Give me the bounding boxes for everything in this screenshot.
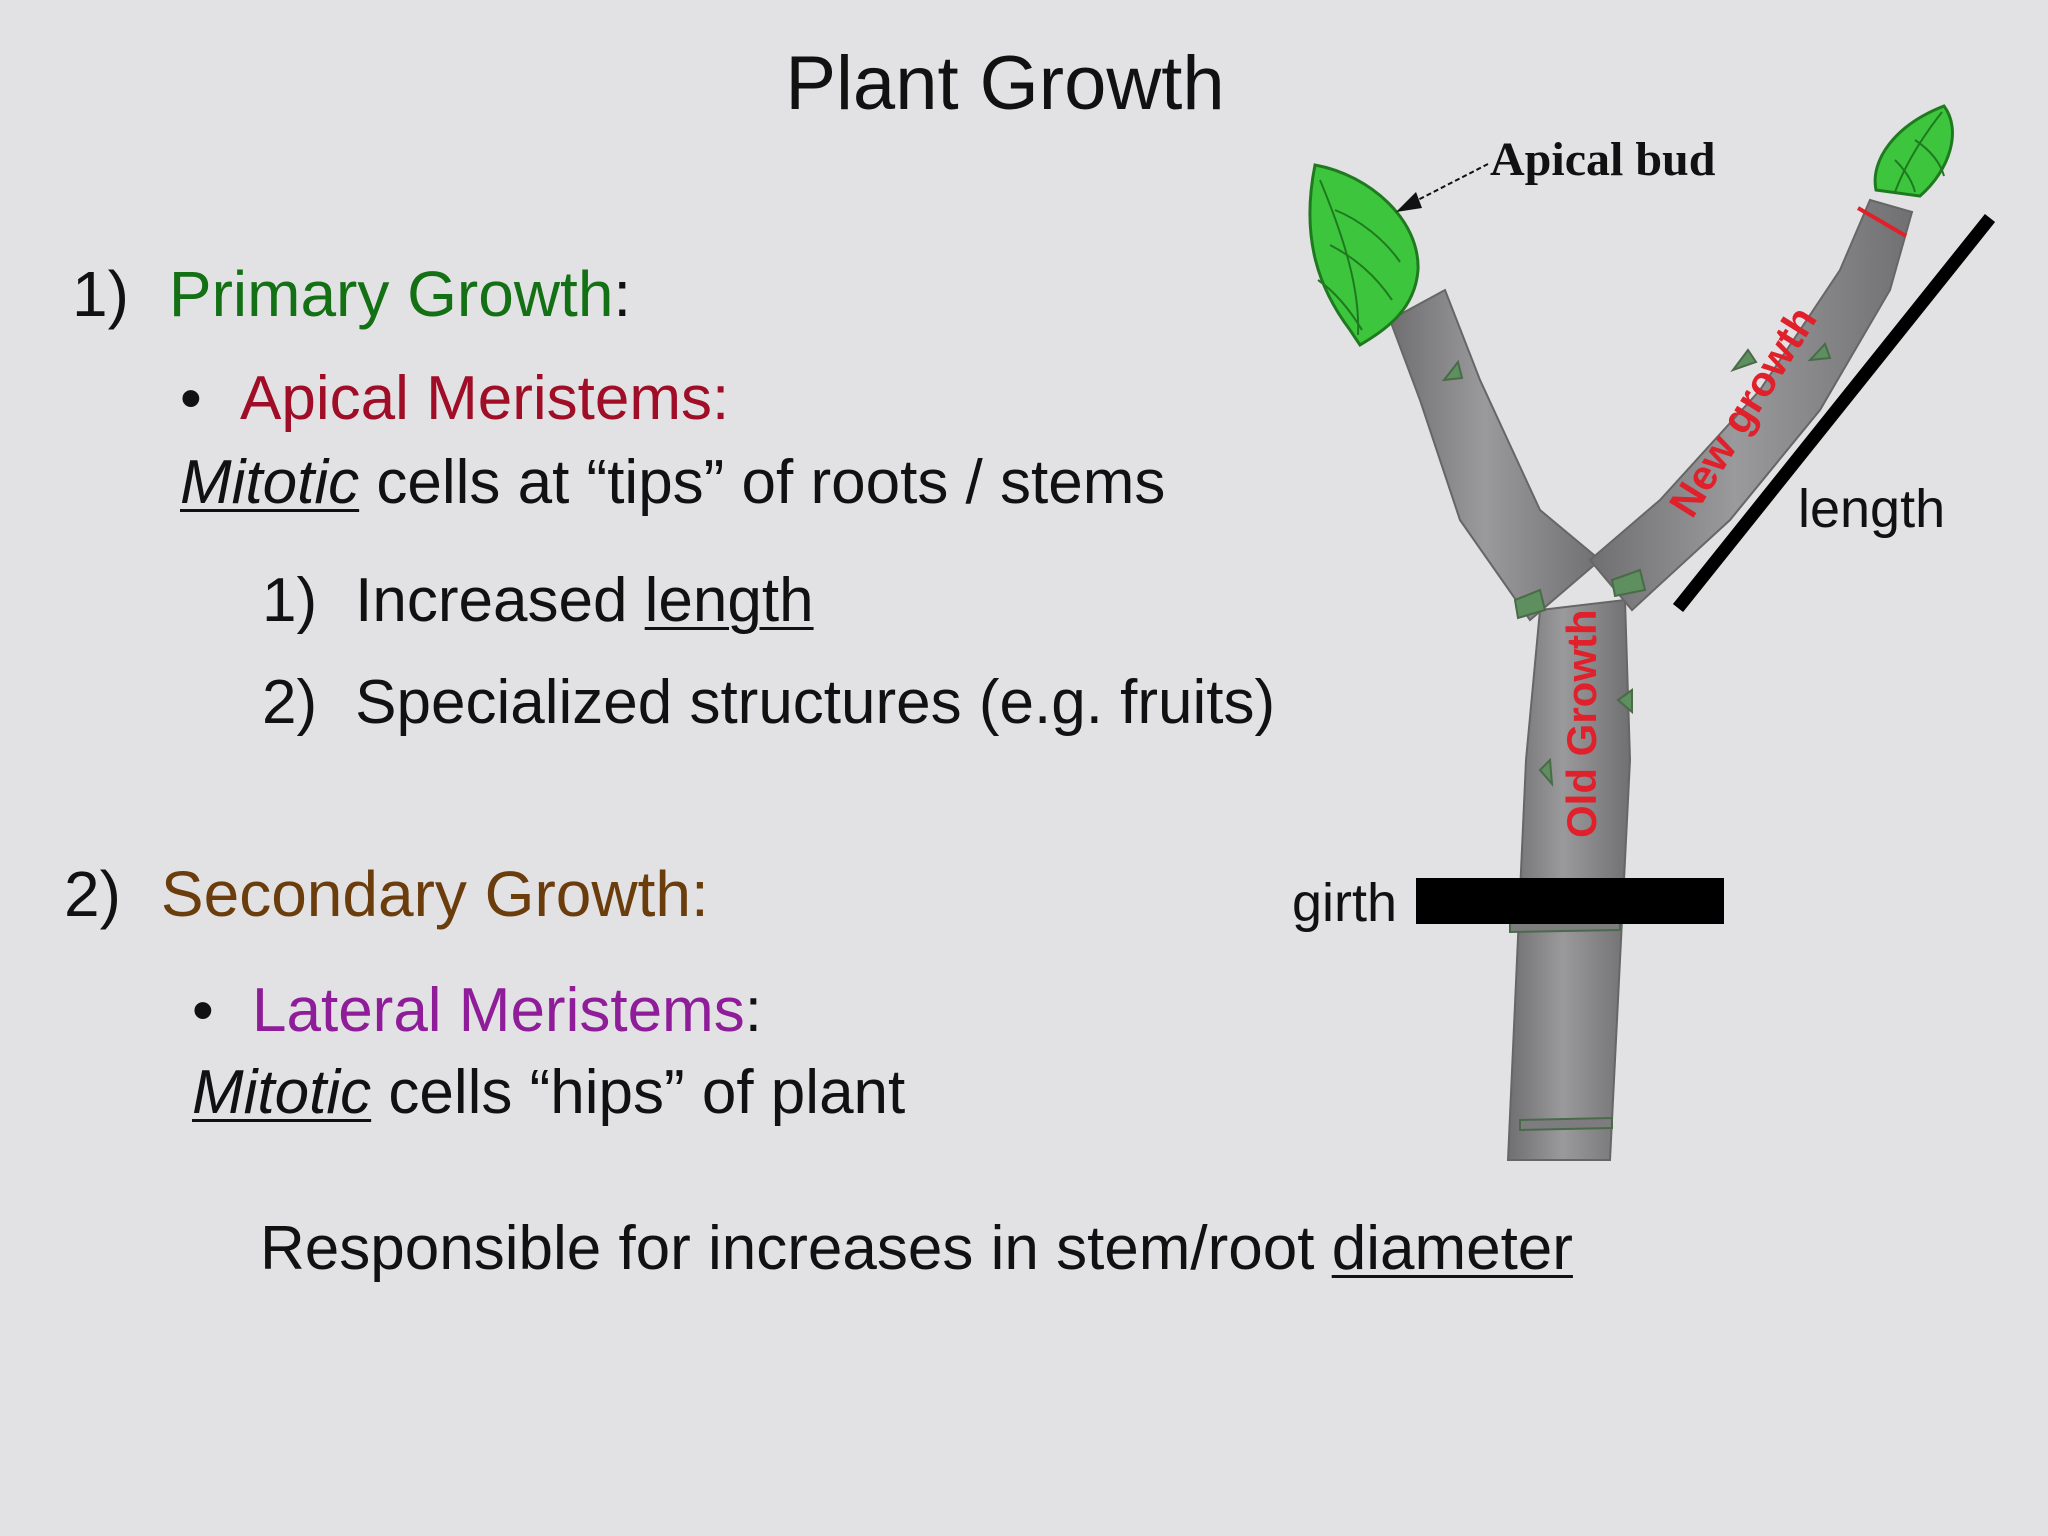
mitotic-word: Mitotic: [192, 1058, 372, 1127]
apical-meristems-bullet: •Apical Meristems:: [180, 368, 729, 430]
responsible-line: Responsible for increases in stem/root d…: [260, 1218, 1573, 1280]
page-title: Plant Growth: [785, 41, 1225, 126]
diameter-word: diameter: [1331, 1214, 1573, 1283]
primary-item-2: 2)Specialized structures (e.g. fruits): [262, 672, 1275, 734]
old-growth-label: Old Growth: [1558, 609, 1605, 838]
stem-right-branch: [1588, 198, 1914, 612]
apical-bud-arrowhead: [1396, 192, 1422, 212]
mitotic-word: Mitotic: [180, 448, 360, 517]
primary-number: 1): [72, 258, 129, 330]
stem-left-branch: [1388, 288, 1602, 622]
mitotic-description: cells at “tips” of roots / stems: [359, 448, 1166, 517]
length-label: length: [1798, 479, 1946, 539]
responsible-text: Responsible for increases in stem/root: [260, 1214, 1332, 1283]
lateral-meristems-bullet: •Lateral Meristems:: [192, 980, 762, 1042]
red-mark: [1856, 206, 1908, 238]
bullet-dot: •: [192, 976, 214, 1045]
lateral-meristems-label: Lateral Meristems: [252, 976, 745, 1045]
girth-label: girth: [1292, 873, 1398, 933]
secondary-growth-heading: 2)Secondary Growth:: [64, 862, 709, 926]
left-bud-veins: [1317, 179, 1401, 336]
primary-growth-label: Primary Growth: [168, 258, 614, 330]
secondary-growth-label: Secondary Growth:: [160, 858, 709, 930]
secondary-number: 2): [64, 858, 121, 930]
length-bar: [1672, 213, 1996, 613]
mitotic-description: cells “hips” of plant: [371, 1058, 906, 1127]
primary-growth-heading: 1)Primary Growth:: [72, 262, 631, 326]
lateral-mitotic-line: Mitotic cells “hips” of plant: [192, 1062, 905, 1124]
girth-bar: [1416, 878, 1724, 924]
lateral-colon: :: [744, 976, 762, 1045]
item-text: Increased: [355, 566, 645, 635]
primary-item-1: 1)Increased length: [262, 570, 814, 632]
apical-bud-arrow: [1409, 163, 1489, 205]
apical-bud-label: Apical bud: [1490, 133, 1716, 186]
item-number: 2): [262, 668, 318, 737]
bullet-dot: •: [180, 364, 202, 433]
apical-meristems-label: Apical Meristems:: [240, 364, 730, 433]
item-number: 1): [262, 566, 318, 635]
primary-colon: :: [613, 258, 632, 330]
right-apical-bud-leaf: [1873, 104, 1954, 198]
right-bud-veins: [1894, 111, 1945, 193]
item-text: Specialized structures (e.g. fruits): [355, 668, 1276, 737]
apical-mitotic-line: Mitotic cells at “tips” of roots / stems: [180, 452, 1165, 514]
item-underlined: length: [644, 566, 814, 635]
